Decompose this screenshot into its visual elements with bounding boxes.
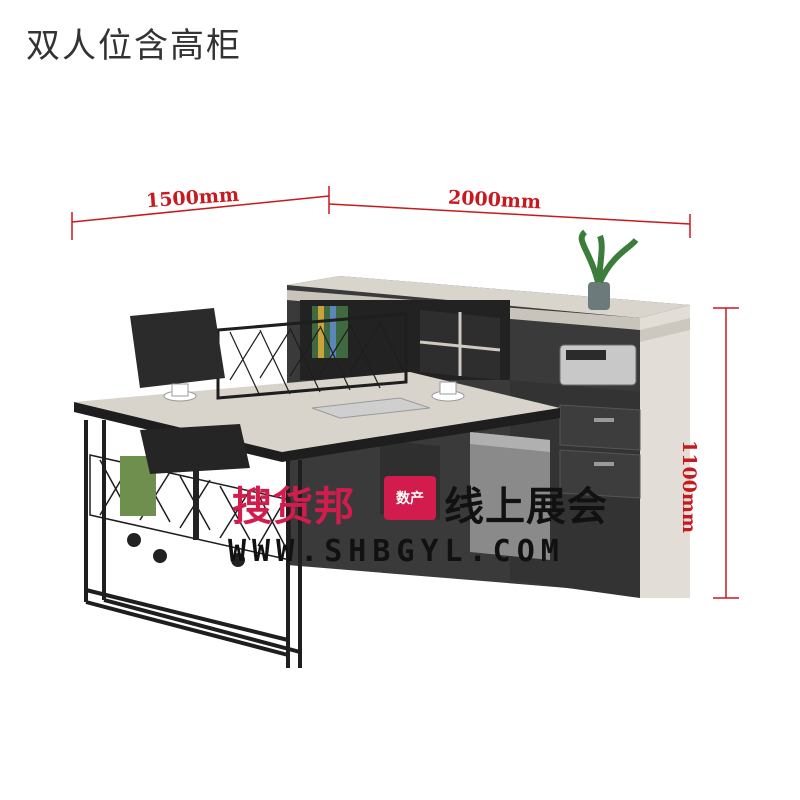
watermark-brand: 搜货邦 [232, 484, 355, 530]
dimension-lines [71, 186, 739, 599]
dimension-cabinet-height: 1100mm [678, 440, 700, 534]
watermark-url: WWW.SHBGYL.COM [228, 534, 565, 569]
product-title: 双人位含高柜 [26, 26, 242, 66]
desk [74, 308, 560, 668]
watermark-badge: 数产 [384, 476, 436, 520]
high-cabinet [287, 229, 690, 598]
watermark-expo: 线上展会 [444, 484, 608, 530]
